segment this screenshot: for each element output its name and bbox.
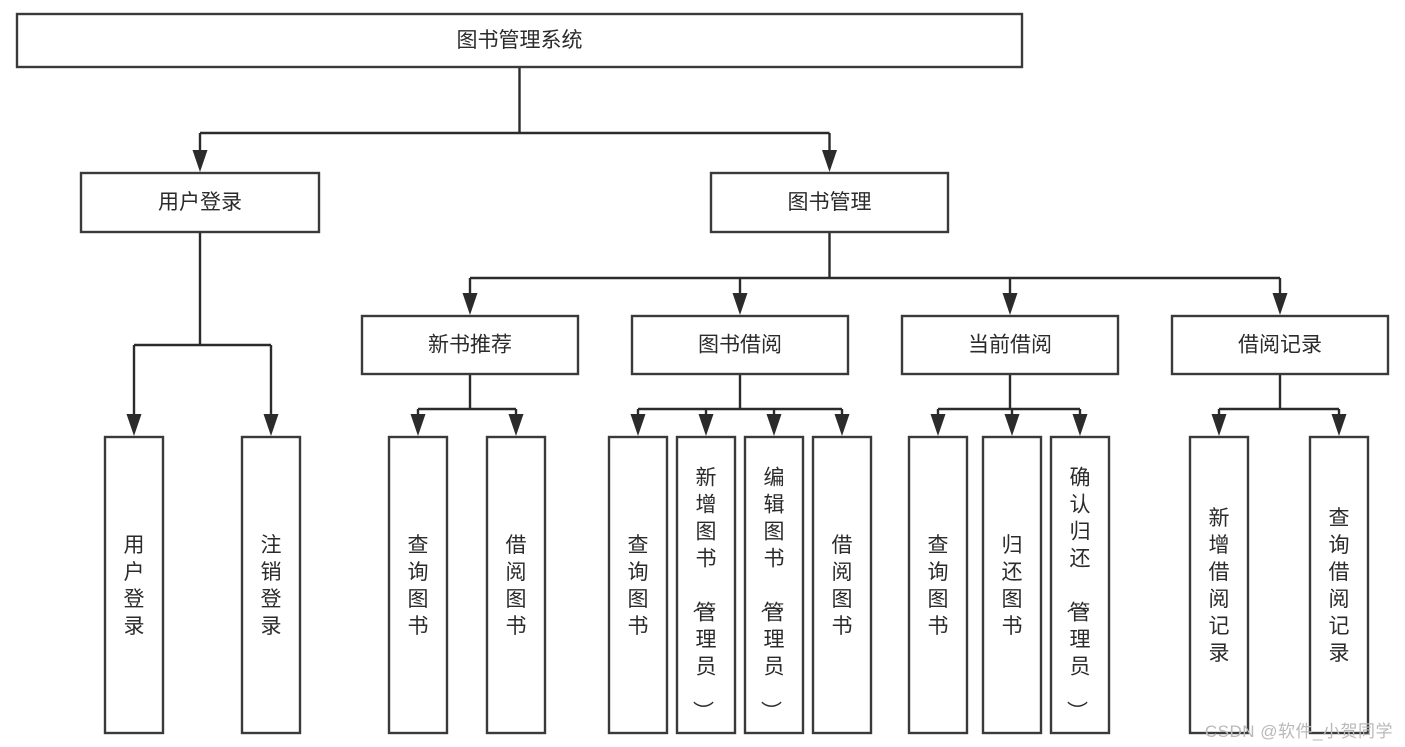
node-leaf-add-record[interactable]: 新增借阅记录 — [1188, 435, 1250, 735]
node-leaf-confirm-return[interactable]: 确认归还（管理员） — [1049, 435, 1111, 735]
node-box — [387, 435, 449, 735]
arrowhead-icon — [1004, 414, 1020, 436]
node-borrow-record[interactable]: 借阅记录 — [1170, 314, 1390, 376]
arrowhead-icon — [1211, 414, 1227, 436]
node-label: 借阅图书 — [506, 534, 527, 638]
arrowhead-icon — [1272, 293, 1288, 315]
node-label: 查询借阅记录 — [1329, 507, 1350, 665]
arrowhead-icon — [1002, 293, 1018, 315]
node-leaf-user-login[interactable]: 用户登录 — [103, 435, 165, 735]
node-book-manage[interactable]: 图书管理 — [709, 171, 950, 234]
node-box — [709, 171, 950, 234]
node-user-login[interactable]: 用户登录 — [79, 171, 321, 234]
node-box — [485, 435, 547, 735]
node-leaf-borrow-book-2[interactable]: 借阅图书 — [811, 435, 873, 735]
node-box — [907, 435, 969, 735]
node-leaf-return-book[interactable]: 归还图书 — [981, 435, 1043, 735]
arrowhead-icon — [126, 414, 142, 436]
node-new-book-rec[interactable]: 新书推荐 — [360, 314, 580, 376]
node-label: 图书借阅 — [698, 334, 782, 357]
node-leaf-query-book-1[interactable]: 查询图书 — [387, 435, 449, 735]
node-label: 用户登录 — [158, 191, 242, 214]
arrowhead-icon — [410, 414, 426, 436]
node-layer: 图书管理系统用户登录图书管理新书推荐图书借阅当前借阅借阅记录用户登录注销登录查询… — [15, 12, 1390, 735]
arrowhead-icon — [732, 293, 748, 315]
node-box — [15, 12, 1024, 69]
node-label: 归还图书 — [1002, 534, 1023, 638]
node-leaf-add-book[interactable]: 新增图书（管理员） — [675, 435, 737, 735]
node-box — [360, 314, 580, 376]
arrowhead-icon — [834, 414, 850, 436]
arrowhead-icon — [192, 150, 208, 172]
node-label: 新书推荐 — [428, 334, 512, 357]
node-box — [630, 314, 850, 376]
arrowhead-icon — [1331, 414, 1347, 436]
node-current-borrow[interactable]: 当前借阅 — [900, 314, 1120, 376]
arrowhead-icon — [508, 414, 524, 436]
node-label: 借阅图书 — [832, 534, 853, 638]
node-box — [607, 435, 669, 735]
node-box — [1170, 314, 1390, 376]
arrowhead-icon — [766, 414, 782, 436]
node-box — [743, 435, 805, 735]
connector-layer — [126, 67, 1347, 436]
node-label: 借阅记录 — [1238, 334, 1322, 357]
arrowhead-icon — [930, 414, 946, 436]
node-box — [981, 435, 1043, 735]
node-label: 查询图书 — [408, 534, 429, 638]
arrowhead-icon — [698, 414, 714, 436]
node-box — [1188, 435, 1250, 735]
node-box — [240, 435, 302, 735]
node-box — [1308, 435, 1370, 735]
node-label: 新增图书（管理员） — [691, 467, 717, 722]
node-box — [1049, 435, 1111, 735]
arrowhead-icon — [462, 293, 478, 315]
node-box — [79, 171, 321, 234]
node-leaf-query-book-2[interactable]: 查询图书 — [607, 435, 669, 735]
node-box — [900, 314, 1120, 376]
node-root[interactable]: 图书管理系统 — [15, 12, 1024, 69]
watermark-text: CSDN @软件_小贺同学 — [1204, 722, 1393, 741]
arrowhead-icon — [263, 414, 279, 436]
node-leaf-user-logout[interactable]: 注销登录 — [240, 435, 302, 735]
node-label: 注销登录 — [261, 534, 282, 638]
node-label: 当前借阅 — [968, 334, 1052, 357]
node-label: 查询图书 — [628, 534, 649, 638]
node-book-borrow[interactable]: 图书借阅 — [630, 314, 850, 376]
arrowhead-icon — [1072, 414, 1088, 436]
node-box — [103, 435, 165, 735]
node-leaf-query-record[interactable]: 查询借阅记录 — [1308, 435, 1370, 735]
arrowhead-icon — [822, 150, 837, 172]
node-label: 新增借阅记录 — [1209, 507, 1230, 665]
node-label: 图书管理 — [788, 191, 872, 214]
node-label: 编辑图书（管理员） — [759, 467, 785, 722]
node-label: 查询图书 — [928, 534, 949, 638]
node-label: 确认归还（管理员） — [1065, 467, 1091, 722]
node-label: 用户登录 — [124, 534, 145, 638]
arrowhead-icon — [630, 414, 646, 436]
node-label: 图书管理系统 — [457, 29, 583, 52]
node-box — [675, 435, 737, 735]
node-leaf-borrow-book-1[interactable]: 借阅图书 — [485, 435, 547, 735]
node-box — [811, 435, 873, 735]
node-leaf-edit-book[interactable]: 编辑图书（管理员） — [743, 435, 805, 735]
node-leaf-query-book-3[interactable]: 查询图书 — [907, 435, 969, 735]
